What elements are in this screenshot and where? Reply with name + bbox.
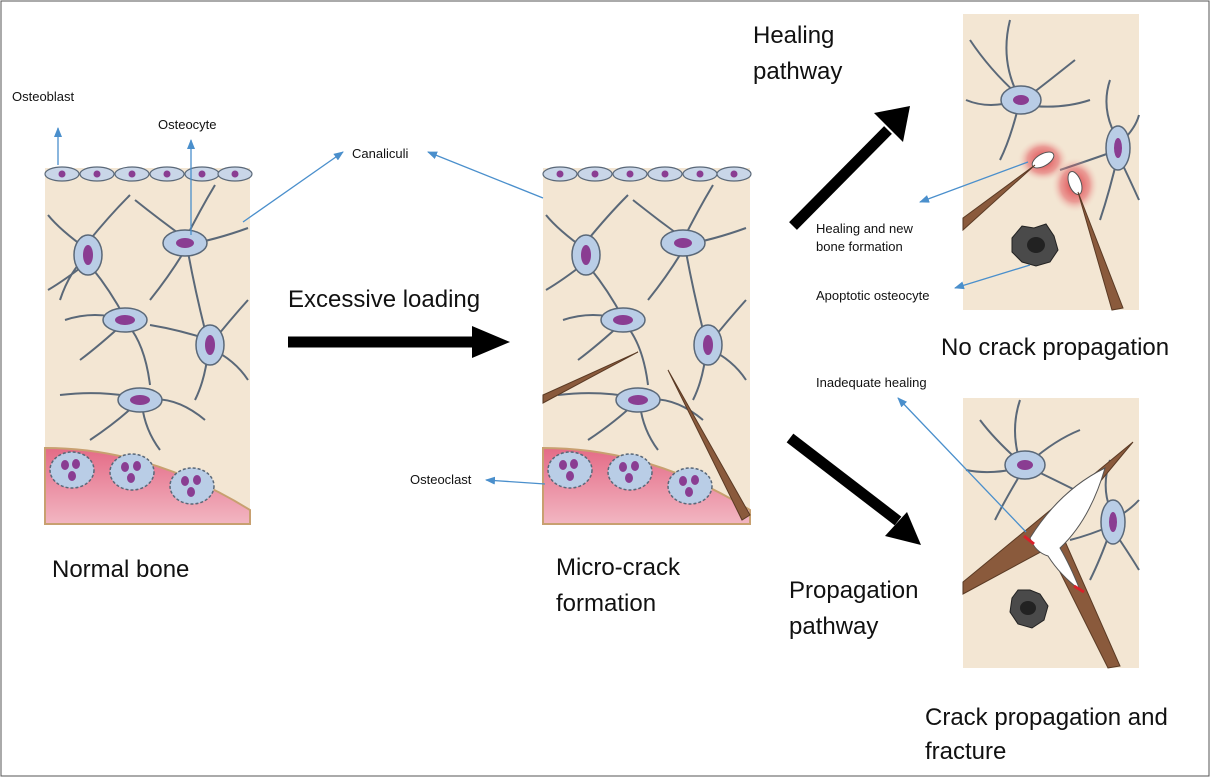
micro-crack-left [542, 351, 639, 404]
crack-fracture-label-line1: Crack propagation and [925, 704, 1168, 731]
propagation-pathway-label-line2: pathway [789, 613, 879, 640]
osteoclast-pointer [485, 476, 546, 485]
osteoblast-label: Osteoblast [12, 89, 75, 104]
canaliculi-pointer-left [242, 151, 344, 223]
crack-fracture-label-line2: fracture [925, 738, 1007, 765]
inadequate-healing-label: Inadequate healing [816, 375, 927, 390]
micro-crack-label-line1: Micro-crack [556, 554, 680, 581]
micro-crack-right [667, 369, 751, 521]
healing-crack-right [1077, 191, 1124, 311]
fracture-crack [962, 441, 1134, 669]
canaliculi-label: Canaliculi [352, 146, 409, 161]
healing-pathway-label-line2: pathway [753, 58, 843, 85]
osteoclast-label: Osteoclast [410, 472, 472, 487]
osteocytes-microcrack [571, 229, 723, 413]
leader-lines [54, 127, 1031, 533]
fracture-panel [962, 398, 1140, 669]
healing-pathway-label-line1: Healing [753, 22, 835, 49]
healing-new-bone-label-line1: Healing and new [816, 221, 913, 236]
apoptotic-pointer [954, 264, 1031, 290]
healing-pathway-arrow [789, 126, 892, 230]
marrow-normal [44, 446, 251, 525]
canaliculi-pointer-right [427, 151, 544, 199]
inadequate-healing-pointer [897, 397, 1027, 533]
micro-crack-label-line2: formation [556, 590, 657, 617]
healing-pointer [919, 161, 1029, 203]
normal-bone-panel [44, 166, 253, 525]
propagation-pathway-label-line1: Propagation [789, 577, 919, 604]
healing-panel [962, 14, 1140, 311]
healing-new-bone-label-line2: bone formation [816, 239, 903, 254]
healing-crack-left [962, 164, 1036, 232]
marrow-microcrack [542, 446, 751, 525]
propagation-pathway-arrow [786, 433, 902, 526]
osteocytes-normal [73, 229, 225, 413]
osteocyte-label: Osteocyte [158, 117, 217, 132]
excessive-loading-label: Excessive loading [288, 286, 481, 313]
no-crack-propagation-label: No crack propagation [941, 334, 1170, 361]
apoptotic-osteocyte-label: Apoptotic osteocyte [816, 288, 930, 303]
micro-crack-panel [542, 166, 752, 525]
fracture-gap [1029, 467, 1106, 592]
osteoclasts-microcrack [547, 451, 713, 505]
osteoclasts-normal [49, 451, 215, 505]
pathway-arrows [288, 106, 921, 545]
normal-bone-label: Normal bone [52, 556, 190, 583]
